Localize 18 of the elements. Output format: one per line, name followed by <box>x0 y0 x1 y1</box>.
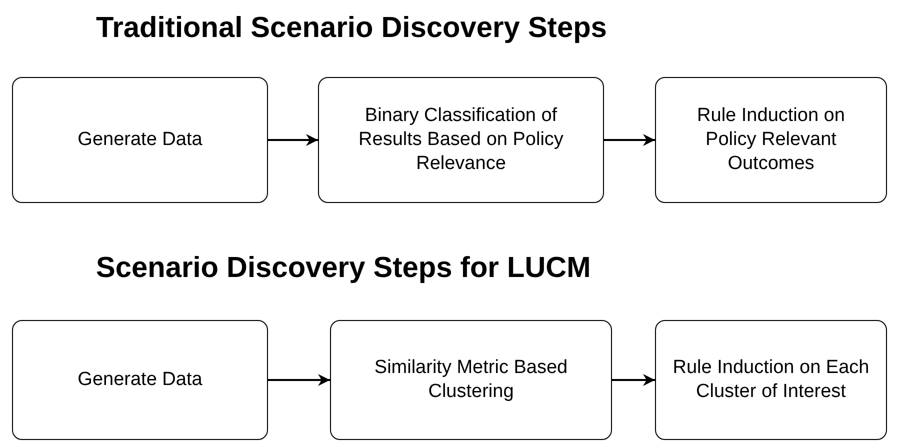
arrow <box>612 374 655 386</box>
process-box <box>655 77 887 203</box>
process-box <box>330 320 612 440</box>
process-box <box>655 320 887 440</box>
process-box <box>12 77 268 203</box>
box-text: Rule Induction on Each Cluster of Interest <box>672 356 870 404</box>
process-box <box>12 320 268 440</box>
process-box <box>318 77 604 203</box>
arrow <box>268 134 318 146</box>
box-text: Rule Induction on Policy Relevant Outcomes <box>696 104 846 176</box>
box-text: Generate Data <box>76 368 204 392</box>
box-text: Binary Classification of Results Based on Policy Relevance <box>358 104 564 176</box>
box-text: Similarity Metric Based Clustering <box>373 356 569 404</box>
heading: Scenario Discovery Steps for LUCM <box>96 252 591 285</box>
heading: Traditional Scenario Discovery Steps <box>96 12 607 45</box>
arrow <box>604 134 655 146</box>
arrow <box>268 374 330 386</box>
box-text: Generate Data <box>76 128 204 152</box>
